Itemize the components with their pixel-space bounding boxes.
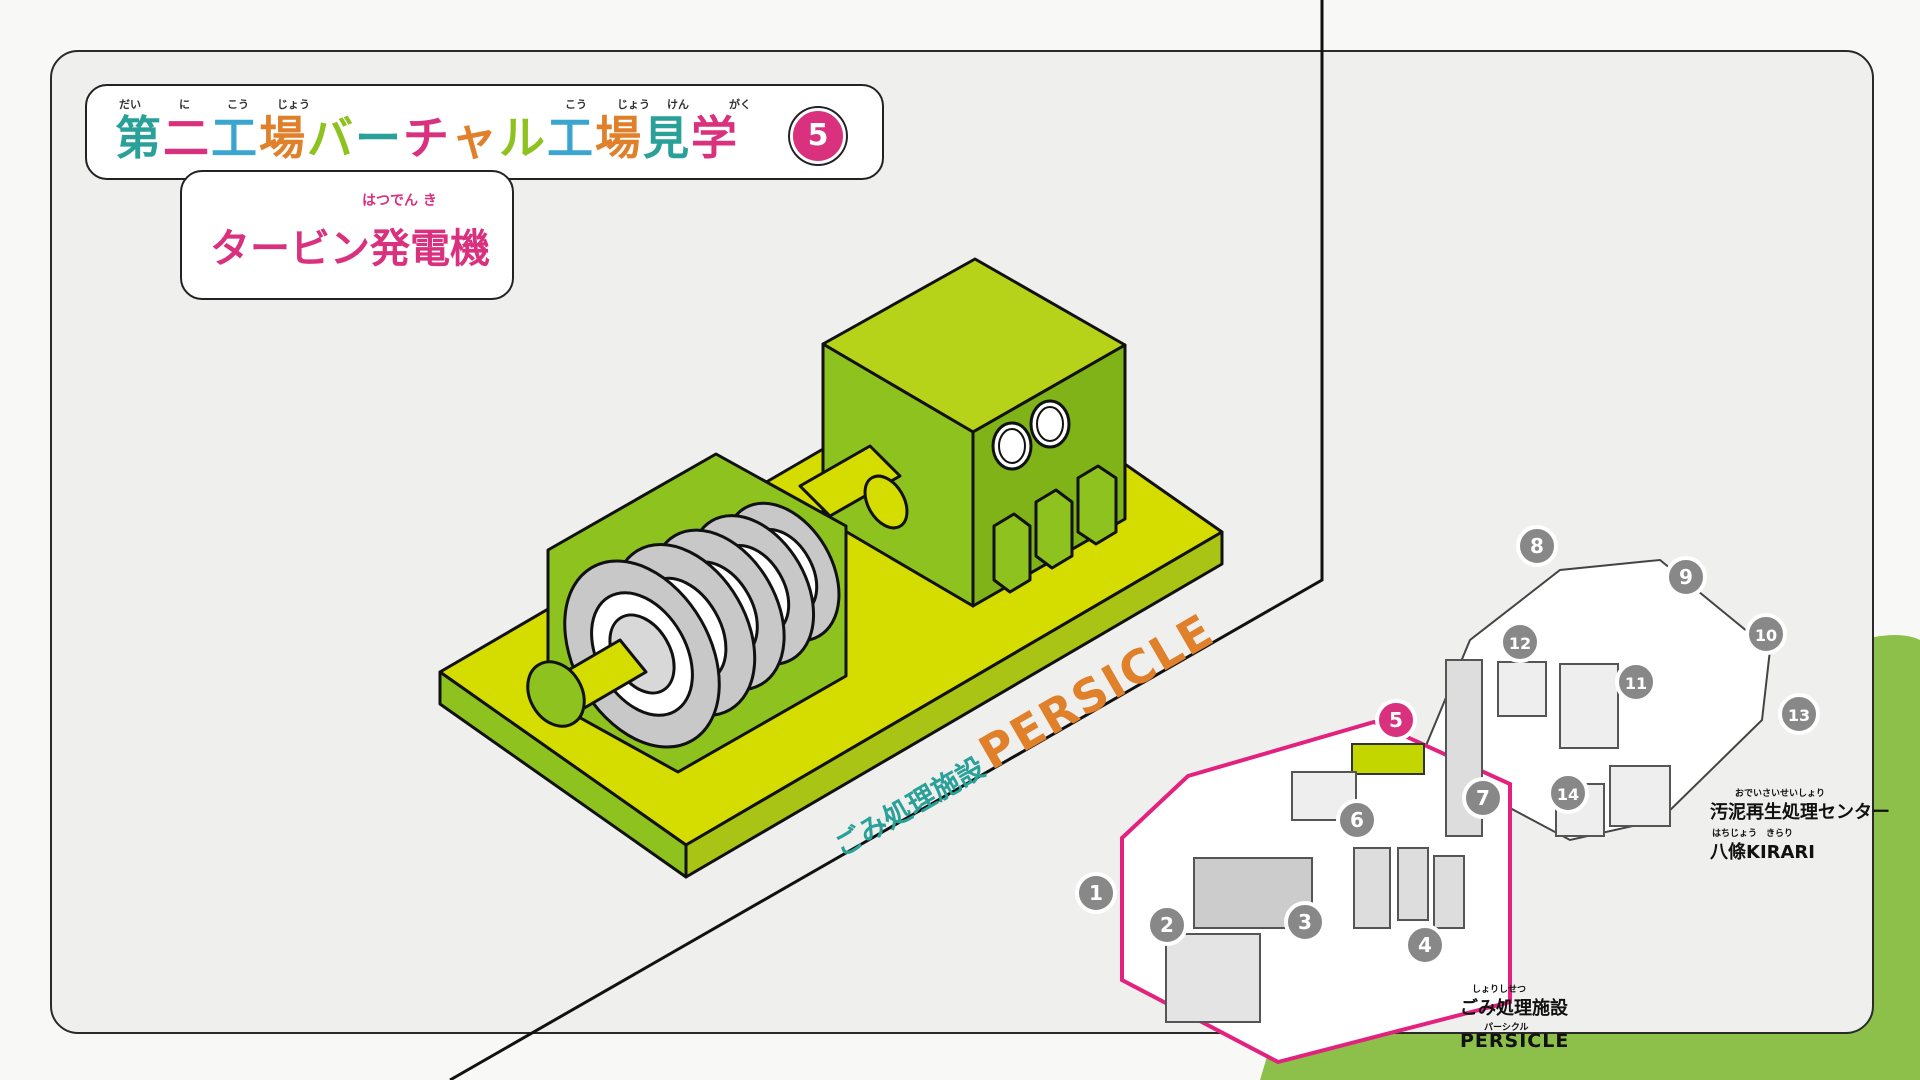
title-char: 場: [259, 111, 307, 165]
map-marker-4[interactable]: 4: [1404, 924, 1446, 966]
title-ruby: こう: [227, 98, 249, 111]
subtitle-label: タービン発電機: [210, 226, 490, 272]
title-ruby: に: [179, 98, 190, 111]
title-ruby: けん: [667, 98, 689, 111]
map-marker-label: 8: [1530, 534, 1544, 558]
map-marker-label: 10: [1755, 626, 1777, 645]
divider-line: [449, 0, 1324, 1080]
gauge-right-inner: [1036, 406, 1064, 442]
title-char: 見: [643, 111, 691, 165]
base-slab-right: [684, 530, 1224, 879]
terminal-1: [992, 512, 1032, 594]
title-ruby: だい: [119, 98, 141, 111]
gauge-left-inner: [998, 428, 1026, 464]
map-marker-6[interactable]: 6: [1336, 799, 1378, 841]
subtitle-box: はつでん き タービン発電機: [180, 170, 514, 300]
title-char: 場: [595, 111, 643, 165]
sludge-label: 汚泥再生処理センター: [1710, 802, 1890, 823]
map-marker-label: 3: [1298, 910, 1312, 934]
persicle-label: ごみ処理施設: [1460, 998, 1568, 1019]
map-marker-8[interactable]: 8: [1516, 525, 1558, 567]
map-marker-label: 11: [1625, 674, 1647, 693]
sludge-tank-2: [1559, 663, 1619, 749]
persicle-name: PERSICLE: [1460, 1030, 1570, 1052]
map-marker-5[interactable]: 5: [1375, 699, 1417, 741]
title-box: だいにこうじょうこうじょうけんがく 第二工場バーチャル工場見学 5: [85, 84, 884, 180]
map-marker-7[interactable]: 7: [1462, 777, 1504, 819]
title-char: ャ: [451, 111, 499, 165]
map-marker-label: 6: [1350, 808, 1364, 832]
sludge-machine: [1609, 765, 1671, 827]
kirari-label: 八條KIRARI: [1710, 842, 1815, 863]
title-ruby: じょう: [617, 98, 650, 111]
map-marker-label: 2: [1160, 913, 1174, 937]
map-marker-13[interactable]: 13: [1778, 693, 1820, 735]
map-marker-10[interactable]: 10: [1745, 613, 1787, 655]
sludge-ruby: おでいさいせいしょり: [1735, 789, 1826, 799]
receiving-hall: [1165, 933, 1261, 1023]
map-marker-label: 13: [1788, 706, 1810, 725]
map-marker-14[interactable]: 14: [1547, 772, 1589, 814]
title-char: 学: [691, 111, 739, 165]
title-char: 二: [163, 111, 211, 165]
rear-shaft-end: [863, 474, 909, 530]
map-marker-2[interactable]: 2: [1146, 904, 1188, 946]
rear-shaft: [798, 444, 902, 518]
title-char: 工: [547, 111, 595, 165]
map-marker-label: 4: [1418, 933, 1432, 957]
kirari-ruby: はちじょう きらり: [1712, 829, 1794, 839]
title-char: バ: [307, 111, 355, 165]
title-char: 第: [115, 111, 163, 165]
terminal-3: [1076, 464, 1118, 546]
terminal-2: [1034, 488, 1074, 570]
page-title: 第二工場バーチャル工場見学: [115, 108, 739, 168]
boiler-3: [1433, 855, 1465, 929]
map-marker-label: 7: [1476, 786, 1490, 810]
map-marker-9[interactable]: 9: [1665, 556, 1707, 598]
subtitle-ruby: はつでん き: [362, 193, 437, 209]
map-marker-3[interactable]: 3: [1284, 901, 1326, 943]
step-number-badge: 5: [790, 108, 846, 164]
map-marker-12[interactable]: 12: [1499, 621, 1541, 663]
boiler: [1353, 847, 1391, 929]
title-char: チ: [403, 111, 451, 165]
title-ruby: こう: [565, 98, 587, 111]
map-marker-11[interactable]: 11: [1615, 661, 1657, 703]
map-marker-label: 5: [1389, 708, 1403, 732]
title-ruby: じょう: [277, 98, 310, 111]
title-ruby: がく: [729, 98, 751, 111]
map-marker-label: 9: [1679, 565, 1693, 589]
map-marker-label: 14: [1557, 785, 1579, 804]
boiler-2: [1397, 847, 1429, 921]
title-char: ル: [499, 111, 547, 165]
title-char: ー: [355, 111, 403, 165]
map-marker-1[interactable]: 1: [1075, 872, 1117, 914]
persicle-ruby: しょりしせつ: [1472, 985, 1527, 995]
front-shaft-end: [526, 660, 586, 728]
mini-turbine: [1351, 743, 1425, 775]
map-marker-label: 1: [1089, 881, 1103, 905]
persicle-name-ruby: パーシクル: [1484, 1023, 1529, 1033]
title-char: 工: [211, 111, 259, 165]
turbine-discs: [563, 501, 841, 749]
map-marker-label: 12: [1509, 634, 1531, 653]
